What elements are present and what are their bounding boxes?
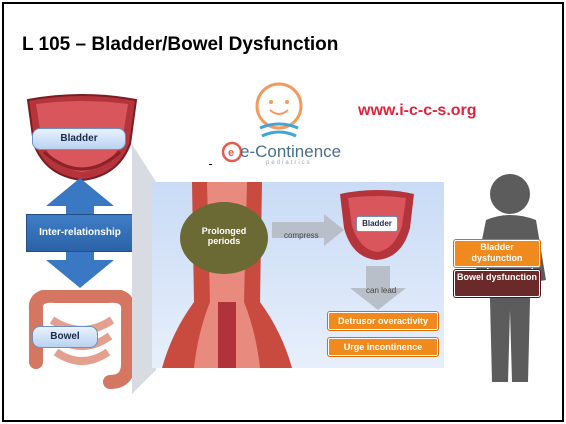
rectum-illustration — [152, 182, 302, 368]
bladder-label-panel: Bladder — [356, 216, 398, 232]
logo-name: e-Continence — [240, 142, 341, 162]
svg-text:e: e — [228, 147, 234, 159]
slide-title: L 105 – Bladder/Bowel Dysfunction — [22, 34, 338, 56]
outcome-urge-incontinence: Urge incontinence — [328, 338, 438, 356]
inter-relationship-label: Inter-relationship — [26, 214, 134, 252]
tag-bowel-dysfunction: Bowel dysfunction — [454, 270, 540, 297]
logo-subtitle: pediatrics — [266, 160, 312, 166]
can-lead-label: can lead — [366, 286, 396, 295]
bladder-label-left: Bladder — [32, 128, 126, 150]
dot-mark — [209, 164, 212, 165]
website-url[interactable]: www.i-c-c-s.org — [358, 102, 477, 120]
prolonged-periods-label: Prolonged periods — [196, 226, 252, 246]
outcome-detrusor-overactivity: Detrusor overactivity — [328, 312, 438, 330]
tag-bladder-dysfunction: Bladder dysfunction — [454, 240, 540, 267]
compress-label: compress — [284, 231, 319, 240]
bowel-label-left: Bowel — [32, 326, 98, 348]
compress-arrow-icon — [272, 214, 344, 246]
